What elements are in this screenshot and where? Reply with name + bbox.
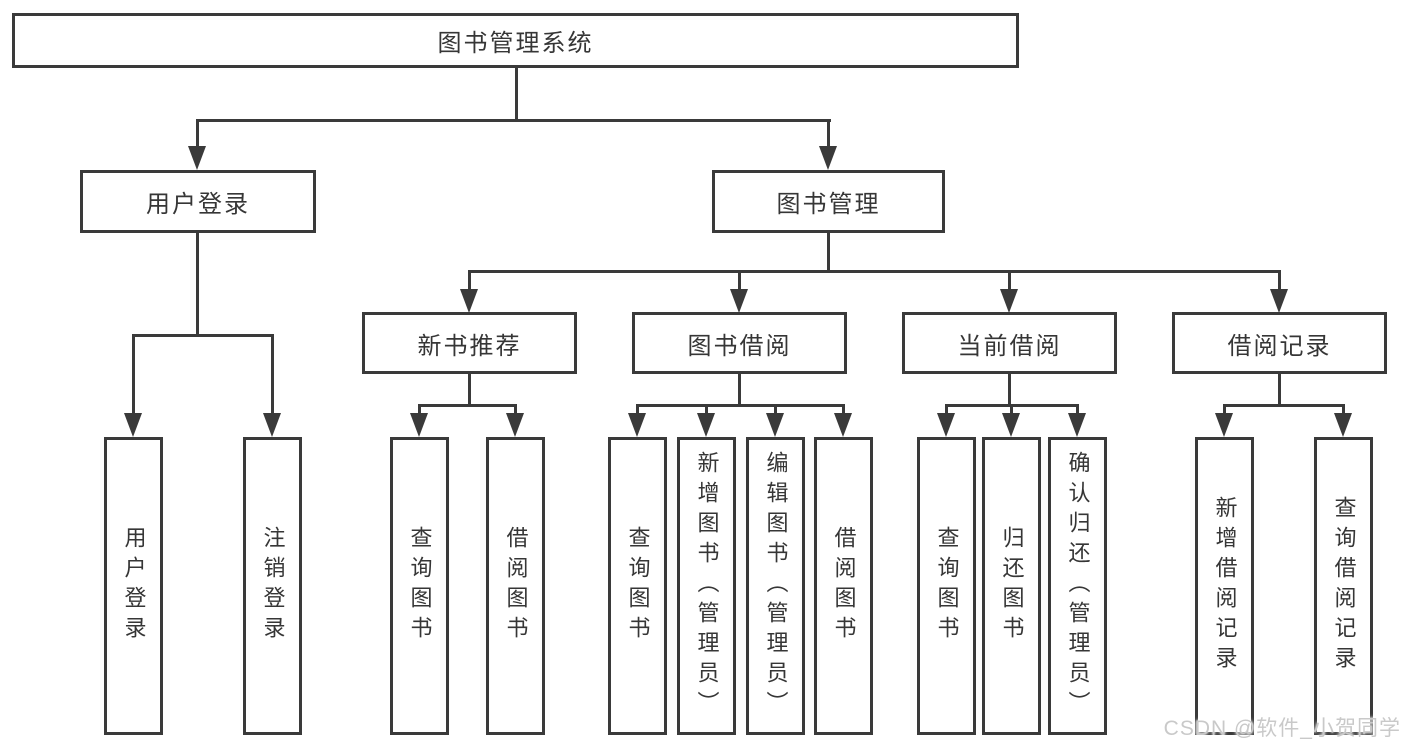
connector-line	[468, 270, 471, 292]
node-label: 当前借阅	[957, 332, 1062, 360]
leaf-user-login: 用户登录	[104, 437, 163, 735]
node-borrow-records: 借阅记录	[1172, 312, 1387, 374]
leaf-query-borrow-record: 查询借阅记录	[1314, 437, 1373, 735]
connector-line	[1008, 374, 1011, 407]
connector-line	[196, 119, 199, 149]
node-label: 用户登录	[146, 191, 250, 218]
arrow-down-icon	[1000, 289, 1018, 313]
leaf-label: 用户登录	[121, 526, 147, 646]
arrow-down-icon	[628, 413, 646, 437]
connector-line	[827, 233, 830, 273]
connector-line	[1342, 404, 1345, 416]
arrow-down-icon	[819, 146, 837, 170]
leaf-label: 查询借阅记录	[1331, 496, 1357, 676]
leaf-label: 借阅图书	[831, 526, 857, 646]
leaf-label: 新增借阅记录	[1212, 496, 1238, 676]
arrow-down-icon	[506, 413, 524, 437]
node-current-borrowing: 当前借阅	[902, 312, 1117, 374]
csdn-watermark: CSDN @软件_小贺同学	[1163, 717, 1401, 740]
leaf-label: 编辑图书（管理员）	[763, 451, 789, 721]
node-label: 图书借阅	[687, 332, 792, 360]
connector-line	[945, 404, 948, 416]
arrow-down-icon	[1270, 289, 1288, 313]
arrow-down-icon	[766, 413, 784, 437]
node-label: 图书管理系统	[437, 30, 594, 57]
leaf-borrow-books-borrowing: 借阅图书	[814, 437, 873, 735]
node-label: 新书推荐	[417, 332, 522, 360]
connector-line	[468, 270, 1281, 273]
connector-line	[774, 404, 777, 416]
leaf-add-borrow-record: 新增借阅记录	[1195, 437, 1254, 735]
connector-line	[705, 404, 708, 416]
node-library-management-system: 图书管理系统	[12, 13, 1019, 68]
connector-line	[515, 68, 518, 122]
arrow-down-icon	[263, 413, 281, 437]
node-label: 借阅记录	[1227, 332, 1332, 360]
connector-line	[196, 233, 199, 337]
arrow-down-icon	[1215, 413, 1233, 437]
connector-line	[468, 374, 471, 407]
connector-line	[132, 334, 274, 337]
leaf-query-books-recommend: 查询图书	[390, 437, 449, 735]
leaf-label: 归还图书	[999, 526, 1025, 646]
connector-line	[738, 374, 741, 407]
leaf-label: 注销登录	[260, 526, 286, 646]
leaf-edit-books-admin: 编辑图书（管理员）	[746, 437, 805, 735]
connector-line	[1008, 270, 1011, 292]
node-book-borrowing: 图书借阅	[632, 312, 847, 374]
leaf-confirm-return-admin: 确认归还（管理员）	[1048, 437, 1107, 735]
node-user-login: 用户登录	[80, 170, 316, 233]
connector-line	[1278, 374, 1281, 407]
leaf-query-books-current: 查询图书	[917, 437, 976, 735]
connector-line	[132, 334, 135, 416]
connector-line	[271, 334, 274, 416]
arrow-down-icon	[1002, 413, 1020, 437]
leaf-logout-login: 注销登录	[243, 437, 302, 735]
connector-line	[738, 270, 741, 292]
connector-line	[636, 404, 845, 407]
connector-line	[636, 404, 639, 416]
node-new-book-recommend: 新书推荐	[362, 312, 577, 374]
arrow-down-icon	[834, 413, 852, 437]
connector-line	[1010, 404, 1013, 416]
node-book-management: 图书管理	[712, 170, 945, 233]
leaf-label: 确认归还（管理员）	[1065, 451, 1091, 721]
arrow-down-icon	[730, 289, 748, 313]
arrow-down-icon	[460, 289, 478, 313]
leaf-return-books: 归还图书	[982, 437, 1041, 735]
connector-line	[1223, 404, 1345, 407]
leaf-query-books-borrowing: 查询图书	[608, 437, 667, 735]
connector-line	[1076, 404, 1079, 416]
arrow-down-icon	[124, 413, 142, 437]
connector-line	[196, 119, 831, 122]
arrow-down-icon	[188, 146, 206, 170]
connector-line	[842, 404, 845, 416]
connector-line	[514, 404, 517, 416]
leaf-label: 新增图书（管理员）	[694, 451, 720, 721]
arrow-down-icon	[697, 413, 715, 437]
connector-line	[1223, 404, 1226, 416]
arrow-down-icon	[937, 413, 955, 437]
connector-line	[418, 404, 517, 407]
leaf-label: 查询图书	[407, 526, 433, 646]
arrow-down-icon	[1334, 413, 1352, 437]
node-label: 图书管理	[776, 191, 881, 218]
leaf-add-books-admin: 新增图书（管理员）	[677, 437, 736, 735]
arrow-down-icon	[410, 413, 428, 437]
leaf-label: 查询图书	[625, 526, 651, 646]
leaf-borrow-books-recommend: 借阅图书	[486, 437, 545, 735]
connector-line	[827, 119, 830, 149]
connector-line	[418, 404, 421, 416]
leaf-label: 查询图书	[934, 526, 960, 646]
connector-line	[1278, 270, 1281, 292]
arrow-down-icon	[1068, 413, 1086, 437]
leaf-label: 借阅图书	[503, 526, 529, 646]
